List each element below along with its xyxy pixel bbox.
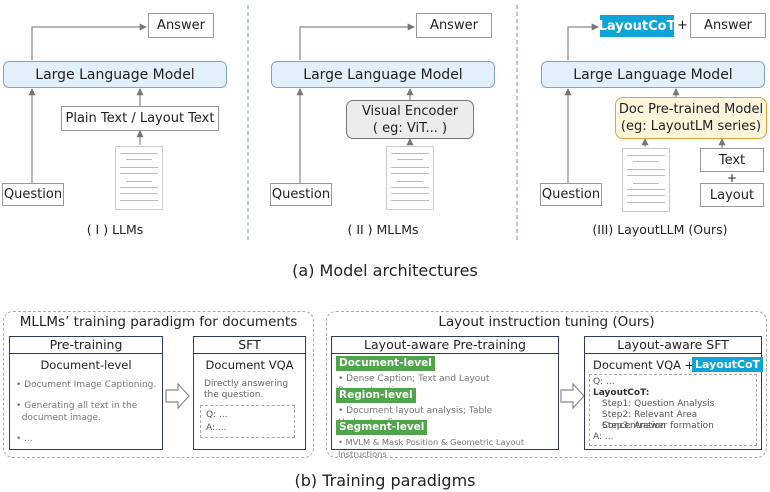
question-box-mllms: Question: [270, 183, 332, 206]
llm-box-llms: Large Language Model: [3, 61, 227, 88]
doc-pretrained-model-box: Doc Pre-trained Model (eg: LayoutLM seri…: [615, 97, 767, 139]
pretraining-panel: Pre-training Document-level • Document I…: [9, 336, 163, 450]
visual-encoder-example: ( eg: ViT... ): [372, 120, 448, 136]
la-sft-sub: Document VQA +: [593, 358, 695, 372]
sft-a: A: ...: [206, 423, 227, 433]
arrow-lapretrain-to-lasft: [560, 382, 585, 410]
pretraining-item-3: • ...: [16, 434, 33, 444]
pretraining-title: Pre-training: [10, 337, 162, 354]
sft-desc-1: Directly answering: [204, 379, 289, 389]
arrow-llm-to-answer-2: [299, 23, 415, 60]
region-level-tag: Region-level: [336, 388, 416, 403]
la-sft-step1: Step1: Question Analysis: [602, 399, 715, 409]
la-sft-q: Q: ...: [593, 377, 615, 387]
arrow-llm-to-answer-3: [567, 23, 599, 60]
sft-title: SFT: [194, 337, 305, 354]
layout-box: Layout: [700, 183, 764, 207]
la-sft-step2: Step2: Relevant Area Concentration: [602, 410, 698, 431]
la-sft-step3: Step3: Answer formation: [602, 421, 714, 431]
text-box: Text: [700, 148, 764, 172]
la-sft-cot-badge: LayoutCoT: [692, 357, 764, 372]
la-pretraining-panel: Layout-aware Pre-training Document-level…: [331, 336, 559, 459]
layout-instruction-title: Layout instruction tuning (Ours): [438, 314, 655, 330]
section-caption-b: (b) Training paradigms: [294, 471, 476, 490]
sft-panel: SFT Document VQA Directly answering the …: [193, 336, 306, 450]
la-sft-panel: Layout-aware SFT Document VQA + LayoutCo…: [584, 336, 764, 450]
pretraining-item-1: • Document Image Captioning.: [16, 380, 157, 390]
mllms-paradigm-title: MLLMs’ training paradigm for documents: [19, 314, 298, 330]
pretraining-item-2b: document image.: [16, 413, 101, 423]
answer-box-layoutllm: Answer: [690, 13, 766, 38]
la-sft-qa-box: Q: ... LayoutCoT: Step1: Question Analys…: [589, 374, 757, 446]
visual-encoder-box: Visual Encoder ( eg: ViT... ): [346, 100, 474, 139]
layout-instruction-group: [326, 311, 767, 458]
section-caption-a: (a) Model architectures: [292, 261, 478, 280]
caption-llms: ( I ) LLMs: [86, 222, 144, 237]
doc-pretrained-label: Doc Pre-trained Model: [618, 102, 764, 117]
doc-pretrained-example: (eg: LayoutLM series): [620, 119, 762, 134]
plus-sign-2: +: [727, 171, 738, 185]
question-box-layoutllm: Question: [540, 183, 602, 206]
sft-sub: Document VQA: [205, 358, 294, 372]
sft-desc-2: the question.: [204, 390, 264, 400]
plus-sign: +: [677, 18, 688, 33]
caption-mllms: ( II ) MLLMs: [347, 222, 419, 237]
document-thumbnail-3: [622, 148, 670, 212]
question-box-llms: Question: [2, 183, 64, 206]
plain-text-box: Plain Text / Layout Text: [61, 106, 219, 131]
layoutcot-badge: LayoutCoT: [599, 15, 675, 37]
document-thumbnail-1: [115, 146, 163, 210]
llm-box-mllms: Large Language Model: [271, 61, 495, 88]
sft-q: Q: ...: [206, 410, 228, 420]
visual-encoder-label: Visual Encoder: [361, 103, 459, 119]
answer-box-mllms: Answer: [416, 13, 492, 38]
pretraining-item-2: • Generating all text in the: [16, 401, 138, 411]
document-level-tag: Document-level: [336, 356, 435, 371]
segment-level-item: • MVLM & Mask Position & Geometric Layou…: [338, 437, 525, 459]
caption-layoutllm: (III) LayoutLLM (Ours): [592, 222, 728, 237]
answer-box-llms: Answer: [148, 13, 214, 38]
la-sft-cot-label: LayoutCoT:: [593, 388, 650, 398]
la-sft-title: Layout-aware SFT: [585, 337, 761, 354]
pretraining-level: Document-level: [40, 358, 132, 372]
llm-box-layoutllm: Large Language Model: [541, 61, 765, 88]
document-thumbnail-2: [386, 146, 434, 210]
la-pretraining-title: Layout-aware Pre-training: [332, 337, 558, 354]
sft-qa-box: Q: ... A: ...: [200, 405, 295, 438]
la-sft-a: A: ...: [593, 432, 614, 442]
arrow-llm-to-answer-1: [31, 23, 147, 60]
segment-level-tag: Segment-level: [336, 420, 428, 435]
arrow-pretrain-to-sft: [165, 382, 190, 410]
mllms-paradigm-group: [3, 311, 314, 458]
